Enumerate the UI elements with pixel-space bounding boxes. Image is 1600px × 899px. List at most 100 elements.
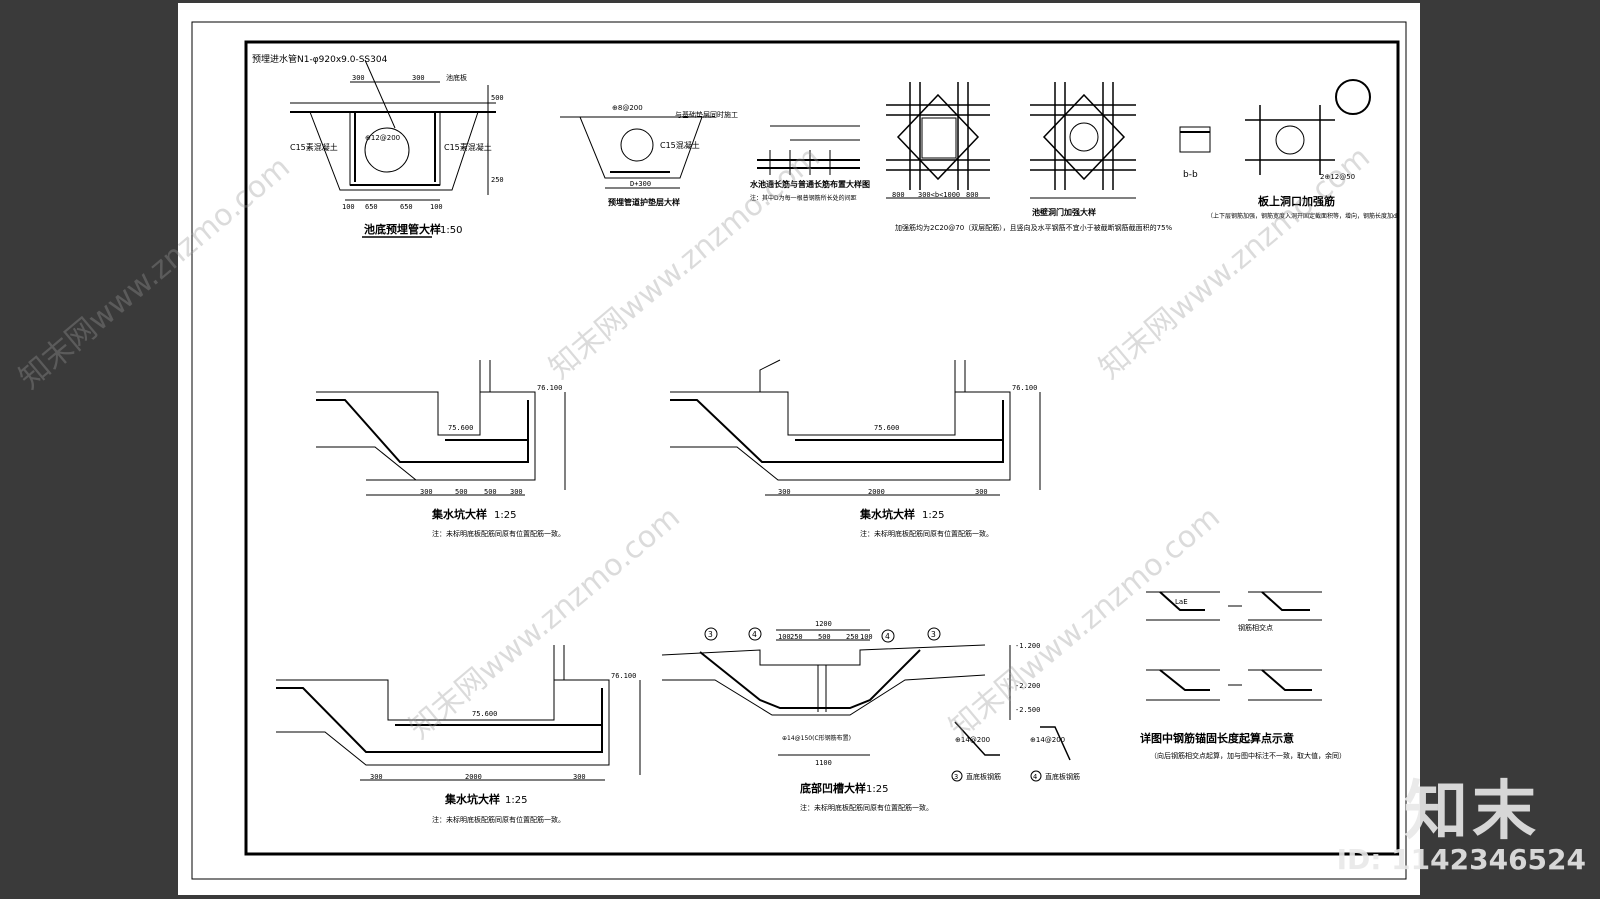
groove-elev-2: -2.500: [1015, 706, 1040, 714]
groove-marker-3: 4: [752, 630, 757, 639]
slab-opening-title: 板上洞口加强筋: [1258, 194, 1335, 208]
sump-3-scale: 1:25: [505, 795, 527, 806]
sump-2-elev-bottom: 75.600: [874, 424, 899, 432]
bend-4-label: 直底板钢筋: [1045, 772, 1080, 781]
anchor-diagram: [1146, 591, 1322, 701]
groove-marker-2-circle: [927, 627, 941, 641]
sump-3-dim-2: 300: [573, 773, 586, 781]
concrete-right-label: C15素混凝土: [444, 142, 492, 152]
sump-3-detail: [276, 645, 641, 781]
groove-scale: 1:25: [866, 784, 888, 795]
groove-note: 注：未标明底板配筋同原有位置配筋一致。: [800, 803, 933, 812]
sump-3-dim-1: 2000: [465, 773, 482, 781]
sump-2-detail: [670, 359, 1041, 496]
pool-pipe-dim-7: 250: [491, 176, 504, 184]
sump-3-note: 注：未标明底板配筋同原有位置配筋一致。: [432, 815, 565, 824]
groove-top-dim-0: 1200: [815, 620, 832, 628]
bend-3-marker-circle: [951, 770, 963, 782]
slab-opening-detail: [1179, 79, 1371, 175]
sump-2-title: 集水坑大样: [859, 507, 915, 521]
sump-1-dim-2: 500: [484, 488, 497, 496]
groove-marker-1: 4: [885, 632, 890, 641]
wall-opening-dim-2: 800: [966, 191, 979, 199]
pool-pipe-detail: [290, 59, 496, 201]
watermark-0: 知末网www.znzmo.com: [13, 150, 297, 396]
groove-top-dim-1: 100: [778, 633, 791, 641]
groove-marker-2: 3: [931, 630, 936, 639]
sump-3-title: 集水坑大样: [444, 792, 500, 806]
sump-1-detail: [316, 360, 566, 496]
pool-pipe-scale: 1:50: [440, 225, 462, 236]
groove-bottom-dim: 1100: [815, 759, 832, 767]
anchor-la-label: LaE: [1175, 598, 1188, 606]
pool-pipe-dim-3: 650: [400, 203, 413, 211]
groove-marker-0: 3: [708, 630, 713, 639]
rebar-layout-detail: [757, 125, 860, 175]
inner-border: [244, 40, 1400, 856]
anchor-cross-label: 钢筋相交点: [1238, 623, 1273, 632]
slab-opening-note: （上下层钢筋加强，钢筋宽度入洞开固定截面积等，增向，钢筋长度加d）: [1207, 212, 1403, 220]
brand-logo: 知末: [1404, 775, 1540, 849]
pool-pipe-dim-6: 500: [491, 94, 504, 102]
wall-opening-dim-0: 800: [892, 191, 905, 199]
pipe-protect-dim: D+300: [630, 180, 651, 188]
sump-2-dim-0: 300: [778, 488, 791, 496]
watermark-1: 知末网www.znzmo.com: [543, 140, 827, 386]
bend-3-rebar: ⊕14@200: [955, 736, 990, 744]
pool-pipe-rebar: ⊕12@200: [365, 134, 400, 142]
groove-top-dim-2: 250: [790, 633, 803, 641]
wall-opening-note: 加强筋均为2C20@70（双层配筋），且竖向及水平钢筋不宜小于被截断钢筋截面积的…: [895, 223, 1173, 232]
pipe-protect-note: 与基础垫层同时施工: [675, 110, 738, 119]
pool-pipe-note: 预埋进水管N1-φ920x9.0-SS304: [252, 53, 388, 65]
pipe-protect-title: 预埋管道护垫层大样: [608, 197, 680, 207]
pool-pipe-dim-2: 650: [365, 203, 378, 211]
sump-3-elev-top: 76.100: [611, 672, 636, 680]
slab-opening-rebar: 2⊕12@50: [1320, 173, 1355, 181]
pool-pipe-title: 池底预埋管大样: [364, 222, 441, 236]
rebar-layout-title: 水池通长筋与普通长筋布置大样图: [749, 179, 870, 189]
sump-1-dim-1: 500: [455, 488, 468, 496]
bend-4-marker: 4: [1033, 773, 1037, 781]
groove-top-dim-5: 100: [860, 633, 873, 641]
groove-elev-0: -1.200: [1015, 642, 1040, 650]
bend-3-marker: 3: [954, 773, 958, 781]
watermark-2: 知末网www.znzmo.com: [1093, 140, 1377, 386]
brand-id: ID: 1142346524: [1336, 843, 1586, 876]
sump-1-elev-top: 76.100: [537, 384, 562, 392]
sump-1-dim-3: 300: [510, 488, 523, 496]
bend-4-marker-circle: [1030, 770, 1042, 782]
sump-3-elev-bottom: 75.600: [472, 710, 497, 718]
wall-opening-title: 池壁洞门加强大样: [1032, 207, 1096, 217]
wall-opening-dim-1: 300<b<1000: [918, 191, 960, 199]
pool-pipe-dim-0: 300: [352, 74, 365, 82]
bend-3-label: 直底板钢筋: [966, 772, 1001, 781]
sump-1-elev-bottom: 75.600: [448, 424, 473, 432]
pipe-protect-rebar: ⊕8@200: [612, 104, 643, 112]
bend-details: [954, 721, 1071, 761]
bend-4-rebar: ⊕14@200: [1030, 736, 1065, 744]
pipe-protect-detail: [560, 116, 715, 189]
concrete-left-label: C15素混凝土: [290, 142, 338, 152]
pool-bottom-label: 池底板: [446, 73, 467, 82]
anchor-title: 详图中钢筋锚固长度起算点示意: [1140, 731, 1294, 745]
sump-2-note: 注：未标明底板配筋同原有位置配筋一致。: [860, 529, 993, 538]
pool-pipe-dim-1: 300: [412, 74, 425, 82]
pipe-protect-concrete: C15混凝土: [660, 140, 700, 150]
sump-2-elev-top: 76.100: [1012, 384, 1037, 392]
sump-1-scale: 1:25: [494, 510, 516, 521]
outer-border: [191, 21, 1407, 880]
groove-title: 底部凹槽大样: [800, 781, 866, 795]
sump-1-dim-0: 300: [420, 488, 433, 496]
pool-pipe-dim-5: 100: [430, 203, 443, 211]
groove-marker-1-circle: [881, 629, 895, 643]
sump-2-dim-1: 2000: [868, 488, 885, 496]
groove-top-dim-4: 250: [846, 633, 859, 641]
groove-marker-0-circle: [704, 627, 718, 641]
sump-2-scale: 1:25: [922, 510, 944, 521]
groove-detail: [661, 629, 1011, 756]
rebar-layout-note: 注：其中D为每一根普钢筋所长处的间距: [750, 194, 857, 202]
sump-3-dim-0: 300: [370, 773, 383, 781]
groove-top-dim-3: 500: [818, 633, 831, 641]
groove-elev-1: -2.200: [1015, 682, 1040, 690]
slab-opening-section: b-b: [1183, 170, 1198, 180]
